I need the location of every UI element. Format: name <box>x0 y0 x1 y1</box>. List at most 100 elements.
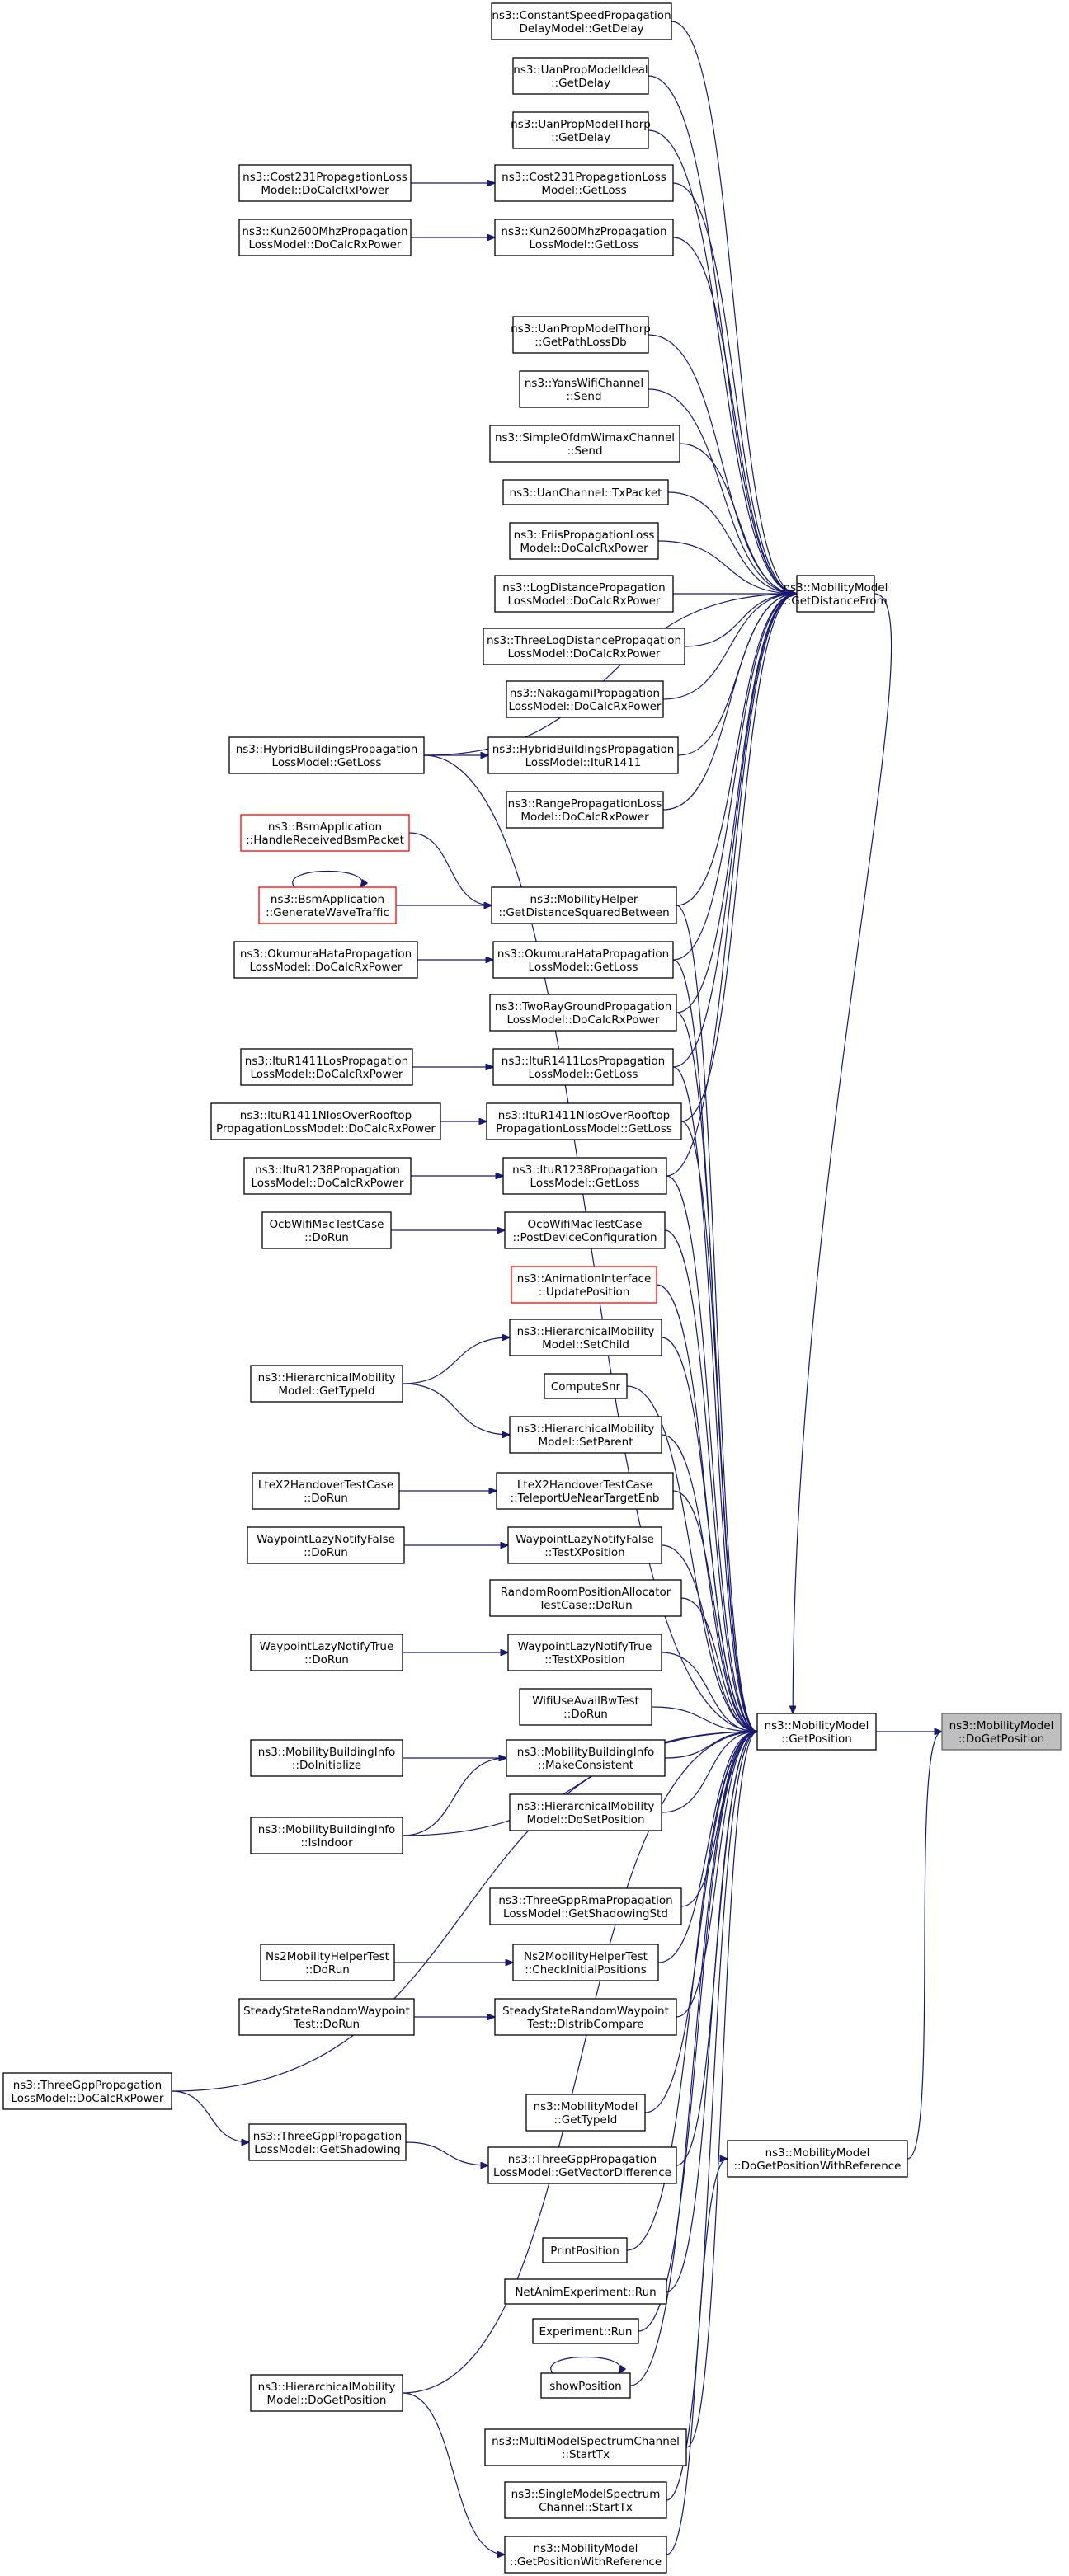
node-mobility-model-get-position-with-reference[interactable]: ns3::MobilityModel::GetPositionWithRefer… <box>504 2536 667 2574</box>
node-uan-prop-model-thorp-get-delay[interactable]: ns3::UanPropModelThorp::GetDelay <box>511 111 651 149</box>
node-wifi-use-avail-bw-test-do-run[interactable]: WifiUseAvailBwTest::DoRun <box>519 1688 652 1726</box>
node-multi-model-spectrum-channel-start-tx[interactable]: ns3::MultiModelSpectrumChannel::StartTx <box>484 2428 687 2466</box>
node-cost231-propagation-loss-model-get-loss[interactable]: ns3::Cost231PropagationLossModel::GetLos… <box>494 164 674 202</box>
node-three-gpp-propagation-loss-model-get-vector-difference[interactable]: ns3::ThreeGppPropagationLossModel::GetVe… <box>487 2146 677 2184</box>
node-itu-r1238-propagation-loss-model-get-loss[interactable]: ns3::ItuR1238PropagationLossModel::GetLo… <box>502 1157 667 1195</box>
node-mobility-helper-get-distance-squared-between[interactable]: ns3::MobilityHelper::GetDistanceSquaredB… <box>491 886 677 924</box>
node-hierarchical-mobility-model-set-parent[interactable]: ns3::HierarchicalMobilityModel::SetParen… <box>509 1416 662 1454</box>
node-simple-ofdm-wimax-channel-send[interactable]: ns3::SimpleOfdmWimaxChannel::Send <box>489 425 680 463</box>
node-box <box>519 1688 652 1726</box>
node-mobility-building-info-make-consistent[interactable]: ns3::MobilityBuildingInfo::MakeConsisten… <box>506 1739 666 1777</box>
node-waypoint-lazy-notify-false-do-run[interactable]: WaypointLazyNotifyFalse::DoRun <box>247 1526 405 1564</box>
node-label-line: ns3::SingleModelSpectrum <box>511 2488 661 2501</box>
node-mobility-model-get-type-id[interactable]: ns3::MobilityModel::GetTypeId <box>525 2094 646 2132</box>
call-edge <box>672 1066 757 1732</box>
node-label-line: ns3::Kun2600MhzPropagation <box>501 225 666 238</box>
node-label-line: LteX2HandoverTestCase <box>517 1478 652 1492</box>
node-label-line: ns3::YansWifiChannel <box>525 377 643 390</box>
node-hybrid-buildings-propagation-loss-model-get-loss[interactable]: ns3::HybridBuildingsPropagationLossModel… <box>228 736 425 774</box>
node-label-line: WaypointLazyNotifyFalse <box>516 1533 654 1546</box>
node-box <box>525 2094 646 2132</box>
node-label-line: ns3::MobilityModel <box>534 2542 638 2555</box>
node-two-ray-ground-propagation-loss-model-do-calc-rx-power[interactable]: ns3::TwoRayGroundPropagationLossModel::D… <box>489 994 677 1032</box>
node-three-gpp-propagation-loss-model-do-calc-rx-power[interactable]: ns3::ThreeGppPropagationLossModel::DoCal… <box>2 2072 172 2110</box>
node-hybrid-buildings-propagation-loss-model-itu-r1411[interactable]: ns3::HybridBuildingsPropagationLossModel… <box>487 736 679 774</box>
node-okumura-hata-propagation-loss-model-do-calc-rx-power[interactable]: ns3::OkumuraHataPropagationLossModel::Do… <box>233 941 418 979</box>
node-label-line: ::HandleReceivedBsmPacket <box>246 834 404 847</box>
node-print-position[interactable]: PrintPosition <box>542 2237 628 2263</box>
call-edge <box>402 1337 510 1384</box>
node-hierarchical-mobility-model-get-type-id[interactable]: ns3::HierarchicalMobilityModel::GetTypeI… <box>250 1365 403 1403</box>
node-label-line: LossModel::GetLoss <box>530 238 639 251</box>
node-lte-x2-handover-test-case-teleport-ue-near-target-enb[interactable]: LteX2HandoverTestCase::TeleportUeNearTar… <box>496 1472 674 1510</box>
node-label-line: LossModel::DoCalcRxPower <box>249 238 402 251</box>
node-ns2-mobility-helper-test-do-run[interactable]: Ns2MobilityHelperTest::DoRun <box>260 1944 395 1981</box>
node-waypoint-lazy-notify-true-do-run[interactable]: WaypointLazyNotifyTrue::DoRun <box>250 1634 403 1671</box>
node-waypoint-lazy-notify-false-test-xposition[interactable]: WaypointLazyNotifyFalse::TestXPosition <box>507 1526 662 1564</box>
node-animation-interface-update-position[interactable]: ns3::AnimationInterface::UpdatePosition <box>511 1266 657 1304</box>
node-itu-r1411-nlos-over-rooftop-propagation-loss-model-do-calc-rx-power[interactable]: ns3::ItuR1411NlosOverRooftopPropagationL… <box>210 1102 441 1140</box>
node-box <box>532 2318 639 2344</box>
node-ocb-wifi-mac-test-case-post-device-configuration[interactable]: OcbWifiMacTestCase::PostDeviceConfigurat… <box>504 1211 666 1249</box>
node-waypoint-lazy-notify-true-test-xposition[interactable]: WaypointLazyNotifyTrue::TestXPosition <box>507 1634 662 1671</box>
node-friis-propagation-loss-model-do-calc-rx-power[interactable]: ns3::FriisPropagationLossModel::DoCalcRx… <box>509 522 659 560</box>
node-kun2600-mhz-propagation-loss-model-do-calc-rx-power[interactable]: ns3::Kun2600MhzPropagationLossModel::DoC… <box>238 219 412 256</box>
node-experiment-run[interactable]: Experiment::Run <box>532 2318 639 2344</box>
node-label-line: Model::GetTypeId <box>278 1384 374 1398</box>
node-steady-state-random-waypoint-test-distrib-compare[interactable]: SteadyStateRandomWaypointTest::DistribCo… <box>494 1998 677 2036</box>
node-hierarchical-mobility-model-do-get-position[interactable]: ns3::HierarchicalMobilityModel::DoGetPos… <box>250 2374 403 2412</box>
call-edge <box>666 1732 757 2292</box>
node-label-line: LossModel::GetLoss <box>529 1068 638 1081</box>
node-box <box>507 1634 662 1671</box>
node-mobility-model-do-get-position[interactable]: ns3::MobilityModel::DoGetPosition <box>941 1713 1062 1751</box>
node-three-log-distance-propagation-loss-model-do-calc-rx-power[interactable]: ns3::ThreeLogDistancePropagationLossMode… <box>483 628 685 665</box>
node-three-gpp-propagation-loss-model-get-shadowing[interactable]: ns3::ThreeGppPropagationLossModel::GetSh… <box>248 2123 407 2161</box>
node-random-room-position-allocator-test-case-do-run[interactable]: RandomRoomPositionAllocatorTestCase::DoR… <box>489 1579 682 1617</box>
node-three-gpp-rma-propagation-loss-model-get-shadowing-std[interactable]: ns3::ThreeGppRmaPropagationLossModel::Ge… <box>489 1887 682 1925</box>
node-show-position[interactable]: showPosition <box>540 2372 631 2399</box>
node-mobility-model-do-get-position-with-reference[interactable]: ns3::MobilityModel::DoGetPositionWithRef… <box>727 2140 908 2178</box>
node-box <box>486 1102 682 1140</box>
node-itu-r1411-los-propagation-loss-model-get-loss[interactable]: ns3::ItuR1411LosPropagationLossModel::Ge… <box>492 1048 674 1086</box>
node-bsm-application-handle-received-bsm-packet[interactable]: ns3::BsmApplication::HandleReceivedBsmPa… <box>240 814 410 852</box>
node-compute-snr[interactable]: ComputeSnr <box>544 1373 628 1399</box>
node-mobility-building-info-is-indoor[interactable]: ns3::MobilityBuildingInfo::IsIndoor <box>250 1817 403 1854</box>
node-label-line: ns3::Cost231PropagationLoss <box>243 171 407 184</box>
node-constant-speed-propagation-delay-model-get-delay[interactable]: ns3::ConstantSpeedPropagationDelayModel:… <box>491 2 672 40</box>
node-label-line: ns3::HierarchicalMobility <box>258 1371 396 1384</box>
node-box <box>941 1713 1062 1751</box>
node-ns2-mobility-helper-test-check-initial-positions[interactable]: Ns2MobilityHelperTest::CheckInitialPosit… <box>512 1944 659 1981</box>
node-itu-r1411-los-propagation-loss-model-do-calc-rx-power[interactable]: ns3::ItuR1411LosPropagationLossModel::Do… <box>240 1048 413 1086</box>
node-uan-prop-model-thorp-get-path-loss-db[interactable]: ns3::UanPropModelThorp::GetPathLossDb <box>511 316 651 354</box>
node-ocb-wifi-mac-test-case-do-run[interactable]: OcbWifiMacTestCase::DoRun <box>261 1211 392 1249</box>
call-edge <box>408 832 492 905</box>
node-label-line: ::GetPosition <box>781 1732 852 1746</box>
call-edge <box>661 1652 757 1732</box>
node-kun2600-mhz-propagation-loss-model-get-loss[interactable]: ns3::Kun2600MhzPropagationLossModel::Get… <box>494 219 674 256</box>
node-lte-x2-handover-test-case-do-run[interactable]: LteX2HandoverTestCase::DoRun <box>252 1472 400 1510</box>
call-edge <box>667 491 797 594</box>
node-bsm-application-generate-wave-traffic[interactable]: ns3::BsmApplication::GenerateWaveTraffic <box>258 886 397 924</box>
node-itu-r1411-nlos-over-rooftop-propagation-loss-model-get-loss[interactable]: ns3::ItuR1411NlosOverRooftopPropagationL… <box>486 1102 682 1140</box>
node-range-propagation-loss-model-do-calc-rx-power[interactable]: ns3::RangePropagationLossModel::DoCalcRx… <box>506 791 664 829</box>
node-net-anim-experiment-run[interactable]: NetAnimExperiment::Run <box>504 2278 667 2305</box>
node-itu-r1238-propagation-loss-model-do-calc-rx-power[interactable]: ns3::ItuR1238PropagationLossModel::DoCal… <box>243 1157 412 1195</box>
node-hierarchical-mobility-model-do-set-position[interactable]: ns3::HierarchicalMobilityModel::DoSetPos… <box>509 1793 662 1831</box>
node-okumura-hata-propagation-loss-model-get-loss[interactable]: ns3::OkumuraHataPropagationLossModel::Ge… <box>492 941 674 979</box>
node-yans-wifi-channel-send[interactable]: ns3::YansWifiChannel::Send <box>519 370 649 408</box>
call-edge <box>171 2090 249 2142</box>
node-box <box>250 1739 403 1777</box>
node-cost231-propagation-loss-model-do-calc-rx-power[interactable]: ns3::Cost231PropagationLossModel::DoCalc… <box>238 164 412 202</box>
node-nakagami-propagation-loss-model-do-calc-rx-power[interactable]: ns3::NakagamiPropagationLossModel::DoCal… <box>506 680 664 718</box>
node-mobility-model-get-distance-from[interactable]: ns3::MobilityModel::GetDistanceFrom <box>784 575 888 613</box>
node-mobility-building-info-do-initialize[interactable]: ns3::MobilityBuildingInfo::DoInitialize <box>250 1739 403 1777</box>
node-label-line: NetAnimExperiment::Run <box>515 2286 656 2299</box>
call-edge <box>676 594 797 1013</box>
node-mobility-model-get-position[interactable]: ns3::MobilityModel::GetPosition <box>756 1713 877 1751</box>
node-uan-prop-model-ideal-get-delay[interactable]: ns3::UanPropModelIdeal::GetDelay <box>512 57 649 95</box>
node-uan-channel-tx-packet[interactable]: ns3::UanChannel::TxPacket <box>502 479 669 505</box>
node-log-distance-propagation-loss-model-do-calc-rx-power[interactable]: ns3::LogDistancePropagationLossModel::Do… <box>494 575 674 613</box>
